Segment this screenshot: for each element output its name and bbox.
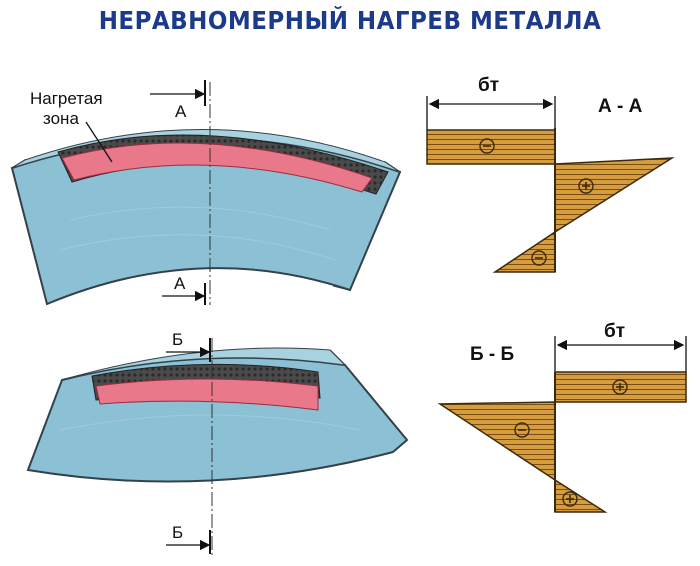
heated-zone-label-line2: зона [43,109,79,128]
section-b-top-mark: Б [172,330,183,349]
heated-zone [61,142,373,193]
section-a-bottom-mark: А [174,274,186,293]
top-plate [10,129,402,306]
bottom-heated-band [95,378,319,411]
minus-sign-icon [479,138,495,154]
compression-triangle-b [437,401,556,482]
bottom-plate [26,347,409,483]
compression-triangle-a [492,230,556,273]
tension-triangle-a [554,157,675,234]
section-b-title: Б - Б [470,344,514,365]
compression-block-a [426,129,556,165]
section-b-bottom-mark: Б [172,523,183,542]
heated-zone-leader [85,121,113,163]
plus-sign-icon [612,379,628,395]
page-title: НЕРАВНОМЕРНЫЙ НАГРЕВ МЕТАЛЛА [98,6,602,35]
minus-sign-icon [531,250,547,266]
stress-label-a: бт [478,75,499,96]
plus-sign-icon [578,178,594,194]
plus-sign-icon [562,491,578,507]
stress-diagram-a: А - А бт [426,75,675,273]
stress-label-b: бт [604,321,625,342]
section-a-title: А - А [598,96,643,117]
stress-diagram-b: Б - Б бт [437,321,687,513]
tension-triangle-b [554,478,608,513]
minus-sign-icon [514,422,530,438]
section-a-top-mark: А [175,102,187,121]
heated-zone-label-line1: Нагретая [30,89,103,108]
